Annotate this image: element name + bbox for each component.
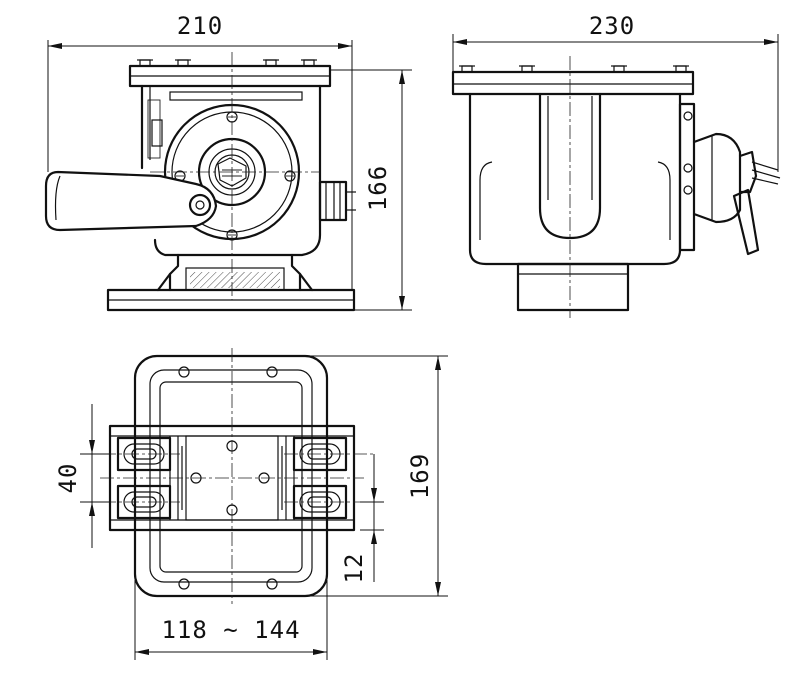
dim-side-width: 230 [589,12,635,40]
plan-offset-dimension: 12 [340,454,384,583]
plan-depth-dimension: 169 [300,355,448,597]
dim-plan-offset: 12 [340,553,368,584]
cable-gland [318,180,356,222]
plan-view [100,348,376,604]
front-height-dimension: 166 [330,69,412,311]
front-view [44,52,356,312]
lid-bolts [137,59,317,66]
dim-front-width: 210 [177,12,223,40]
front-width-dimension: 210 [47,12,353,290]
dim-plan-depth: 169 [406,453,434,499]
plan-corner-screws [178,366,278,590]
side-lid-bolts [459,65,689,72]
handle [44,170,218,232]
dim-mount-range: 118 ~ 144 [161,616,300,644]
side-width-dimension: 230 [452,12,779,172]
dim-bolt-spacing: 40 [54,463,82,494]
dim-front-height: 166 [364,165,392,211]
plan-mount-range-dimension: 118 ~ 144 [134,580,328,660]
side-view [451,56,781,318]
plan-bolt-spacing-dimension: 40 [54,404,110,548]
